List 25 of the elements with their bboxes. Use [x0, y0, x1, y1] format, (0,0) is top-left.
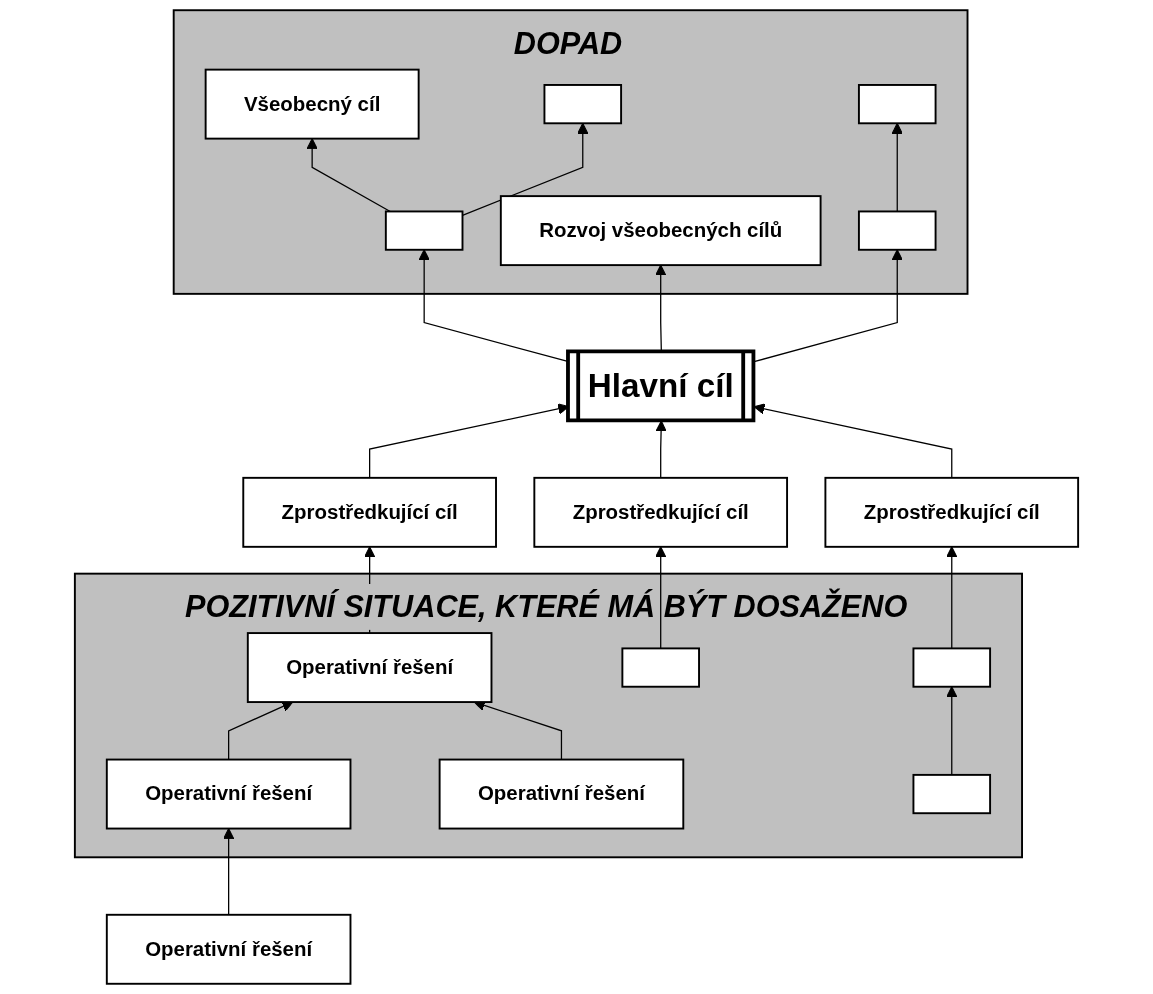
- node-box: [912, 647, 992, 688]
- arrow: [223, 828, 235, 916]
- node-box: Zprostředkující cíl: [242, 476, 497, 548]
- node-box: Operativní řešení: [438, 758, 685, 830]
- arrow: [753, 249, 903, 363]
- arrow: [753, 403, 953, 479]
- node-box: Rozvoj všeobecných cílů: [499, 195, 822, 267]
- node-box: [543, 84, 623, 125]
- node-box: Operativní řešení: [246, 632, 493, 703]
- arrow: [946, 546, 958, 650]
- node-box: Zprostředkující cíl: [824, 476, 1080, 548]
- node-box: [857, 84, 937, 125]
- node-box: Operativní řešení: [105, 758, 352, 830]
- arrow: [306, 138, 391, 213]
- node-box: Všeobecný cíl: [204, 68, 420, 140]
- node-box: [912, 773, 992, 815]
- node-box: Zprostředkující cíl: [533, 476, 789, 548]
- node-box: [621, 647, 700, 688]
- node-box: Operativní řešení: [105, 913, 352, 985]
- node-box: [857, 210, 937, 251]
- arrow: [228, 701, 294, 761]
- arrow: [655, 546, 667, 650]
- arrow: [891, 122, 903, 213]
- arrow: [946, 686, 958, 776]
- node-box: [384, 210, 464, 251]
